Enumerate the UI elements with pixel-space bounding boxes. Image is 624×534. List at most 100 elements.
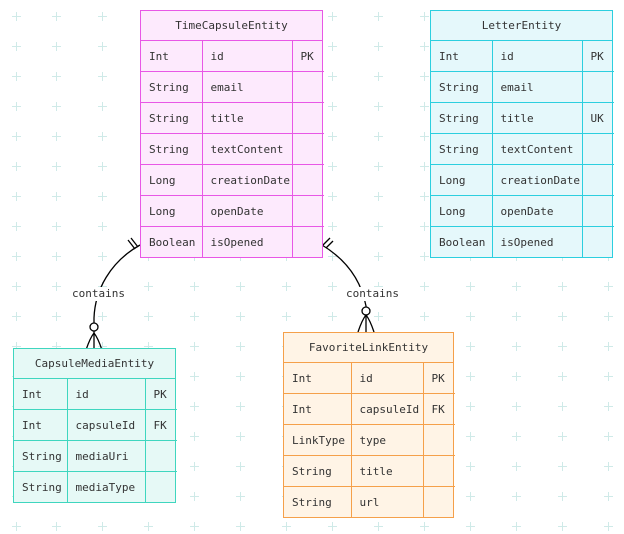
attribute-type: Long <box>141 195 203 227</box>
grid-plus-mark <box>98 342 107 351</box>
attribute-name: textContent <box>202 133 293 165</box>
grid-plus-mark <box>420 72 429 81</box>
attribute-name: type <box>351 424 424 456</box>
grid-plus-mark <box>558 372 567 381</box>
grid-plus-mark <box>52 12 61 21</box>
grid-plus-mark <box>420 522 429 531</box>
attribute-name: isOpened <box>492 226 583 257</box>
grid-plus-mark <box>558 522 567 531</box>
grid-plus-mark <box>466 372 475 381</box>
grid-plus-mark <box>420 192 429 201</box>
grid-plus-mark <box>190 402 199 411</box>
grid-plus-mark <box>12 252 21 261</box>
grid-plus-mark <box>144 342 153 351</box>
grid-plus-mark <box>328 312 337 321</box>
grid-plus-mark <box>374 132 383 141</box>
grid-plus-mark <box>98 102 107 111</box>
grid-plus-mark <box>12 342 21 351</box>
grid-plus-mark <box>328 522 337 531</box>
grid-plus-mark <box>420 42 429 51</box>
zero-marker-media <box>89 322 99 332</box>
attribute-name: textContent <box>492 133 583 165</box>
grid-plus-mark <box>98 42 107 51</box>
attribute-key <box>423 487 455 518</box>
grid-plus-mark <box>466 492 475 501</box>
grid-plus-mark <box>604 462 613 471</box>
grid-plus-mark <box>374 162 383 171</box>
attribute-type: Int <box>284 393 352 425</box>
grid-plus-mark <box>236 462 245 471</box>
attribute-key <box>292 102 324 134</box>
grid-plus-mark <box>604 282 613 291</box>
grid-plus-mark <box>558 432 567 441</box>
grid-plus-mark <box>190 282 199 291</box>
grid-plus-mark <box>604 492 613 501</box>
entity-title: FavoriteLinkEntity <box>284 333 453 363</box>
many-marker-media <box>85 331 103 351</box>
attribute-name: capsuleId <box>67 409 146 441</box>
attribute-type: String <box>141 102 203 134</box>
grid-plus-mark <box>374 72 383 81</box>
attribute-name: creationDate <box>492 164 583 196</box>
attribute-type: LinkType <box>284 424 352 456</box>
attribute-key: FK <box>145 409 177 441</box>
grid-plus-mark <box>558 492 567 501</box>
grid-plus-mark <box>144 522 153 531</box>
grid-plus-mark <box>12 162 21 171</box>
one-marker-media-1 <box>127 239 136 250</box>
grid-plus-mark <box>420 252 429 261</box>
grid-plus-mark <box>12 282 21 291</box>
grid-plus-mark <box>144 282 153 291</box>
attribute-key <box>292 164 324 196</box>
grid-plus-mark <box>512 522 521 531</box>
grid-plus-mark <box>190 372 199 381</box>
grid-plus-mark <box>12 42 21 51</box>
grid-plus-mark <box>374 192 383 201</box>
attribute-type: Long <box>141 164 203 196</box>
grid-plus-mark <box>236 372 245 381</box>
attribute-type: Boolean <box>431 226 493 257</box>
grid-plus-mark <box>328 72 337 81</box>
attribute-key: PK <box>292 41 324 72</box>
attribute-key <box>292 71 324 103</box>
attribute-key: FK <box>423 393 455 425</box>
grid-plus-mark <box>466 312 475 321</box>
grid-plus-mark <box>190 462 199 471</box>
grid-plus-mark <box>374 312 383 321</box>
grid-plus-mark <box>558 282 567 291</box>
grid-plus-mark <box>236 432 245 441</box>
grid-plus-mark <box>420 282 429 291</box>
many-marker-link <box>357 313 375 333</box>
attribute-name: openDate <box>202 195 293 227</box>
attribute-type: Int <box>284 363 352 394</box>
attribute-type: String <box>431 102 493 134</box>
grid-plus-mark <box>98 12 107 21</box>
grid-plus-mark <box>420 132 429 141</box>
grid-plus-mark <box>52 522 61 531</box>
grid-plus-mark <box>512 402 521 411</box>
entity-title: TimeCapsuleEntity <box>141 11 322 41</box>
grid-plus-mark <box>236 522 245 531</box>
attribute-key: PK <box>423 363 455 394</box>
grid-plus-mark <box>98 162 107 171</box>
grid-plus-mark <box>466 432 475 441</box>
grid-plus-mark <box>420 222 429 231</box>
grid-plus-mark <box>190 342 199 351</box>
attribute-type: String <box>14 440 68 472</box>
grid-plus-mark <box>420 12 429 21</box>
attribute-name: mediaUri <box>67 440 146 472</box>
grid-plus-mark <box>558 312 567 321</box>
